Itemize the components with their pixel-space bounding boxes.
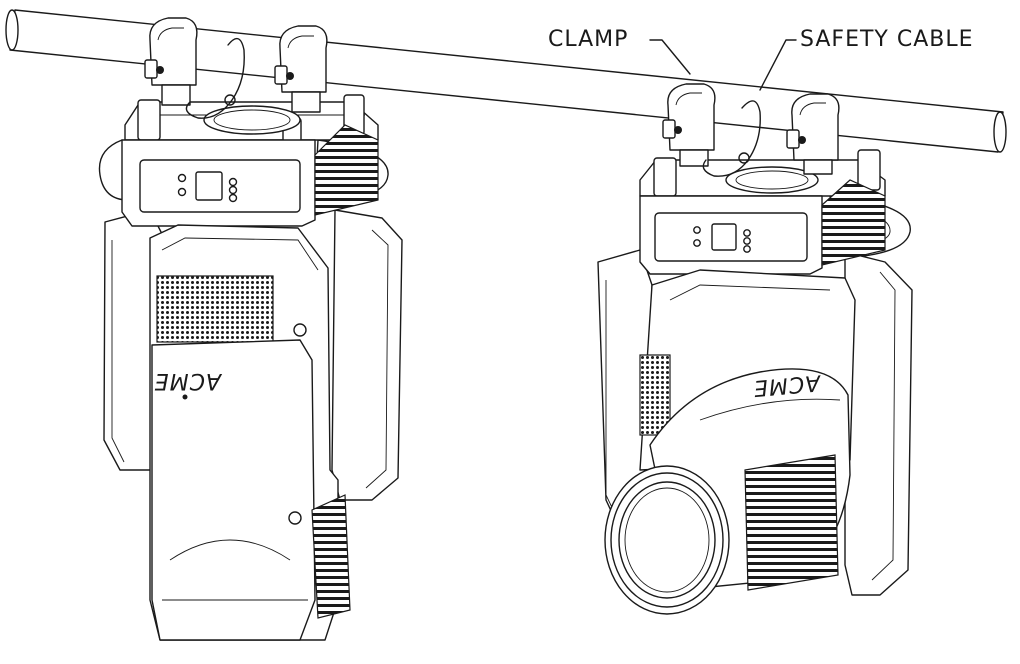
- lens: [618, 481, 716, 599]
- clamp-right-1: [662, 83, 716, 167]
- clamp-left-1: [144, 17, 198, 106]
- front-logo: ACME: [154, 368, 223, 393]
- display-screen-2: [711, 223, 737, 251]
- fixture-angled-view: ACME: [597, 83, 913, 615]
- truss-pipe: [5, 9, 1007, 153]
- right-yoke-arm-2: [844, 251, 913, 596]
- safety-cable-left: [185, 37, 245, 119]
- front-cover: [151, 339, 316, 641]
- clamp-right-2: [786, 93, 840, 175]
- lower-vents: [311, 494, 351, 619]
- label-clamp: CLAMP: [548, 27, 628, 52]
- clamp-left-2: [274, 25, 328, 113]
- label-safety-cable: SAFETY CABLE: [800, 27, 974, 52]
- front-grille: [156, 275, 274, 343]
- fixture-front-view: ACME: [98, 17, 403, 641]
- base-vents-2: [821, 179, 886, 266]
- leader-safety-cable: [759, 39, 797, 91]
- callouts: CLAMP SAFETY CABLE: [548, 27, 974, 91]
- display-screen: [195, 171, 223, 201]
- side-grille: [639, 354, 671, 436]
- right-yoke-arm: [331, 209, 403, 501]
- side-logo: ACME: [752, 369, 823, 400]
- base-vents: [314, 124, 379, 216]
- head-vents: [744, 454, 839, 591]
- leader-clamp: [649, 39, 691, 75]
